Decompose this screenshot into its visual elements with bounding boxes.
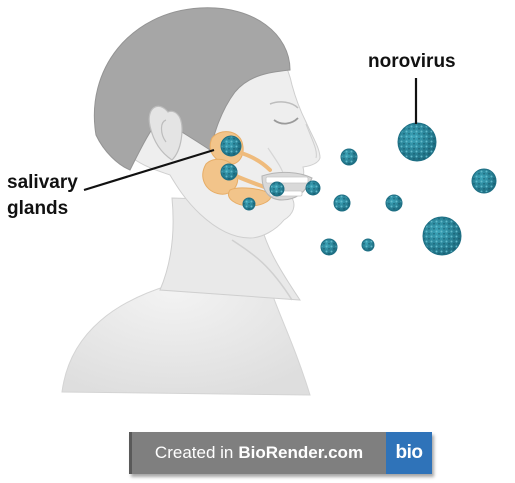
- biorender-logo: bio: [386, 432, 432, 474]
- norovirus-particle: [471, 168, 497, 194]
- salivary-label-line1: salivary: [7, 172, 78, 193]
- sublingual-gland: [228, 187, 272, 207]
- ear: [148, 105, 183, 161]
- norovirus-particle: [269, 181, 285, 197]
- parotid-duct: [236, 150, 272, 172]
- neck-shadow: [231, 239, 293, 301]
- norovirus-particle: [305, 180, 321, 196]
- salivary-glands: [202, 131, 274, 207]
- upper-teeth: [265, 176, 309, 184]
- biorender-watermark: Created in BioRender.com bio: [129, 432, 432, 474]
- norovirus-particle: [320, 238, 338, 256]
- norovirus-particle: [422, 216, 462, 256]
- norovirus-particle: [385, 194, 403, 212]
- norovirus-particle: [220, 135, 242, 157]
- norovirus-label: norovirus: [368, 51, 456, 72]
- watermark-brand: BioRender.com: [238, 443, 364, 462]
- nose-line: [305, 123, 317, 159]
- brow: [269, 101, 299, 109]
- salivary-leader-line: [83, 148, 215, 192]
- norovirus-particle: [397, 122, 437, 162]
- watermark-text: Created in BioRender.com: [129, 432, 386, 474]
- closed-eye: [273, 117, 299, 125]
- norovirus-particles: [220, 122, 497, 256]
- hair: [94, 7, 291, 171]
- ear-inner: [160, 119, 167, 143]
- norovirus-particle: [361, 238, 375, 252]
- mouth: [261, 171, 313, 201]
- salivary-label-line2: glands: [7, 198, 68, 219]
- norovirus-particle: [340, 148, 358, 166]
- norovirus-particle: [220, 163, 238, 181]
- norovirus-particle: [242, 197, 256, 211]
- norovirus-particle: [333, 194, 351, 212]
- watermark-prefix: Created in: [154, 443, 234, 462]
